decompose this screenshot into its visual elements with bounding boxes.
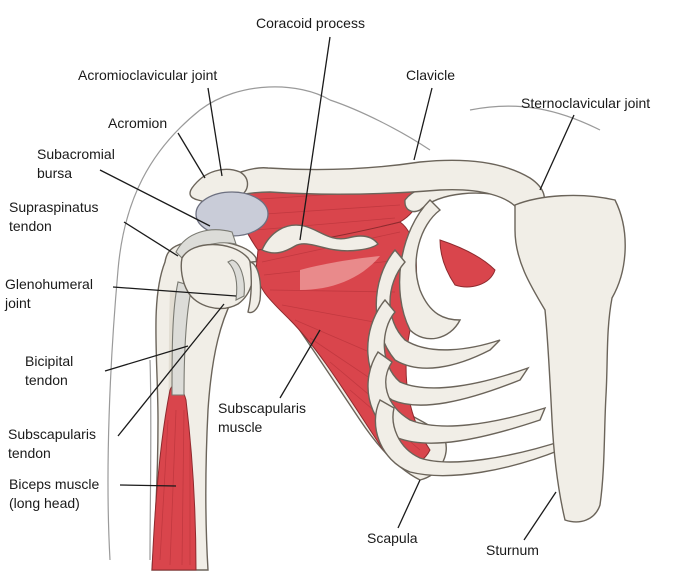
label-scapula: Scapula — [367, 530, 418, 546]
leader-coracoid-process — [299, 36, 331, 241]
label-biceps-muscle-line1: Biceps muscle — [9, 476, 99, 492]
leader-acromioclavicular-joint — [207, 87, 223, 177]
label-supraspinatus-tendon-line2: tendon — [9, 218, 52, 234]
label-sturnum: Sturnum — [486, 542, 539, 558]
leader-bicipital-tendon — [104, 345, 189, 372]
label-biceps-muscle-line2: (long head) — [9, 495, 80, 511]
leader-sternoclavicular-joint — [539, 114, 575, 191]
leader-biceps-muscle — [119, 484, 177, 487]
label-acromion: Acromion — [108, 115, 167, 131]
label-bicipital-tendon-line2: tendon — [25, 372, 68, 388]
label-supraspinatus-tendon-line1: Supraspinatus — [9, 199, 99, 215]
leader-subscapularis-tendon — [117, 303, 225, 437]
leader-subacromial-bursa — [99, 169, 211, 227]
label-coracoid-process: Coracoid process — [256, 15, 365, 31]
leader-clavicle — [413, 87, 433, 161]
subacromial-bursa-shape — [195, 191, 269, 237]
label-subacromial-bursa-line1: Subacromial — [37, 146, 115, 162]
coracoid-process-bone — [261, 224, 379, 254]
bicipital-tendon-shape — [171, 281, 193, 396]
leader-scapula — [397, 479, 421, 529]
label-glenohumeral-joint-line2: joint — [4, 295, 31, 311]
leader-glenohumeral-joint — [112, 286, 237, 297]
leader-acromion — [177, 132, 206, 179]
label-subscapularis-tendon-line1: Subscapularis — [8, 426, 96, 442]
label-bicipital-tendon-line1: Bicipital — [25, 353, 73, 369]
label-subacromial-bursa-line2: bursa — [37, 165, 72, 181]
labels: Coracoid process Acromioclavicular joint… — [4, 15, 650, 558]
label-subscapularis-tendon-line2: tendon — [8, 445, 51, 461]
label-sternoclavicular-joint: Sternoclavicular joint — [521, 95, 650, 111]
glenohumeral-joint-shape — [180, 243, 262, 314]
leader-subscapularis-muscle — [279, 329, 321, 399]
label-acromioclavicular-joint: Acromioclavicular joint — [78, 67, 217, 83]
label-subscapularis-muscle-line2: muscle — [218, 419, 263, 435]
leader-lines — [99, 36, 575, 541]
label-subscapularis-muscle-line1: Subscapularis — [218, 400, 306, 416]
leader-sturnum — [523, 491, 557, 541]
body-outline — [107, 86, 601, 561]
label-glenohumeral-joint-line1: Glenohumeral — [5, 276, 93, 292]
sternum-bone — [514, 194, 626, 523]
label-clavicle: Clavicle — [406, 67, 455, 83]
leader-supraspinatus-tendon — [123, 221, 179, 257]
